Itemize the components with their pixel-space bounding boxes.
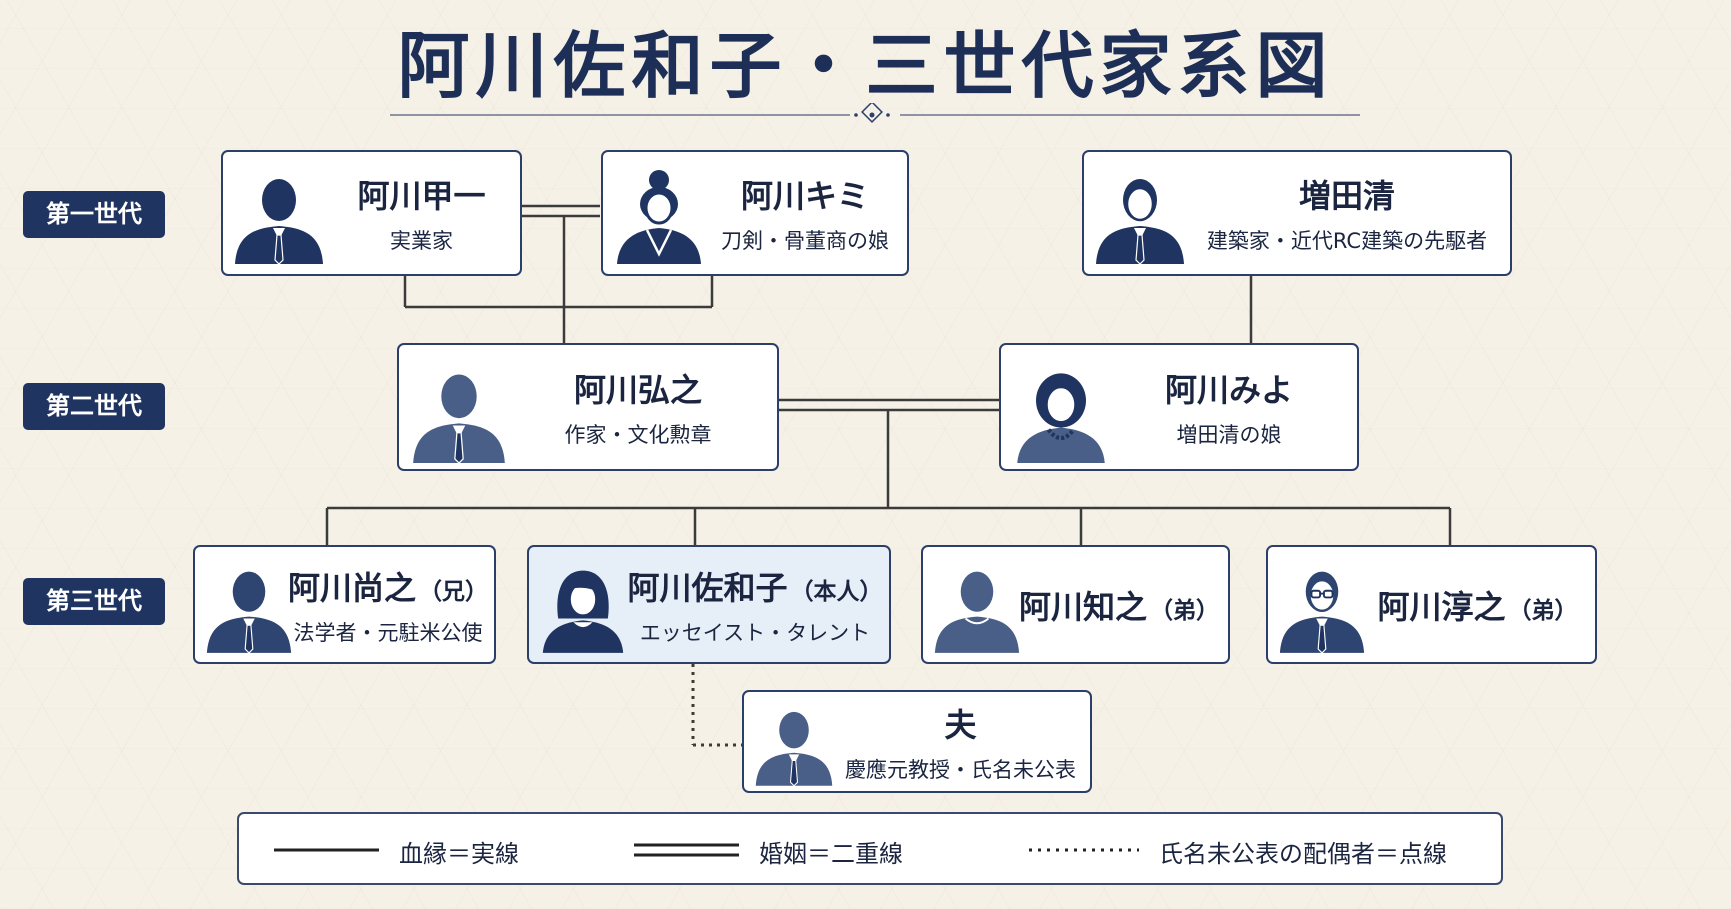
legend-undisclosed: 氏名未公表の配偶者＝点線 [1159,840,1447,868]
person-card-husband[interactable]: 夫 慶應元教授・氏名未公表 [742,690,1092,793]
person-name: 阿川甲一 [357,177,486,215]
person-role: 法学者・元駐米公使 [293,620,483,645]
man-avatar-icon [934,571,1020,653]
person-name: 阿川弘之 [573,371,702,409]
person-name: 阿川みよ [1164,371,1293,409]
person-relation: （兄） [419,578,489,605]
man-suit-avatar-icon [755,711,833,786]
person-role: 刀剣・骨董商の娘 [721,229,889,253]
title-rule [390,103,1360,123]
person-role: 慶應元教授・氏名未公表 [845,757,1076,782]
person-card-sawako[interactable]: 阿川佐和子（本人） エッセイスト・タレント [527,545,891,664]
woman-avatar-icon [542,570,624,653]
person-card-masuda[interactable]: 増田清 建築家・近代RC建築の先駆者 [1082,150,1512,276]
person-name: 増田清 [1298,177,1395,215]
person-role: エッセイスト・タレント [639,620,871,645]
woman-kimono-avatar-icon [617,170,701,264]
generation-label-3: 第三世代 [23,578,165,625]
person-card-miyo[interactable]: 阿川みよ 増田清の娘 [999,343,1359,471]
legend: 血縁＝実線 婚姻＝二重線 氏名未公表の配偶者＝点線 [237,812,1503,885]
man-suit-avatar-icon [235,179,323,264]
person-role: 建築家・近代RC建築の先駆者 [1206,229,1488,253]
person-name: 夫 [944,705,977,744]
person-role: 実業家 [390,229,453,253]
person-role: 増田清の娘 [1176,423,1282,447]
person-card-atsuyuki[interactable]: 阿川淳之（弟） [1266,545,1597,664]
person-name: 阿川尚之 [288,568,417,607]
person-role: 作家・文化勲章 [564,423,712,447]
legend-line-samples [274,843,1139,857]
person-name: 阿川佐和子 [627,568,788,607]
person-card-hiroyuki[interactable]: 阿川弘之 作家・文化勲章 [397,343,779,471]
person-card-tomoyuki[interactable]: 阿川知之（弟） [921,545,1230,664]
person-card-koichi[interactable]: 阿川甲一 実業家 [221,150,522,276]
man-suit-avatar-icon [206,571,292,653]
person-relation: （弟） [1150,597,1219,624]
man-glasses-avatar-icon [1279,571,1365,653]
person-name: 阿川淳之 [1377,587,1506,626]
generation-label-2: 第二世代 [23,383,165,430]
person-card-naoyuki[interactable]: 阿川尚之（兄） 法学者・元駐米公使 [193,545,496,664]
legend-marriage: 婚姻＝二重線 [759,840,903,868]
woman-pearls-avatar-icon [1017,373,1105,463]
person-relation: （弟） [1508,597,1578,624]
man-suit-avatar-icon [413,374,505,463]
person-relation: （本人） [790,578,883,605]
man-suit-avatar-icon [1096,179,1184,264]
person-name: 阿川キミ [740,177,869,215]
generation-label-1: 第一世代 [23,191,165,238]
person-card-kimi[interactable]: 阿川キミ 刀剣・骨董商の娘 [601,150,909,276]
person-name: 阿川知之 [1018,587,1147,626]
page-title: 阿川佐和子・三世代家系図 [397,23,1334,108]
legend-blood: 血縁＝実線 [399,840,519,868]
